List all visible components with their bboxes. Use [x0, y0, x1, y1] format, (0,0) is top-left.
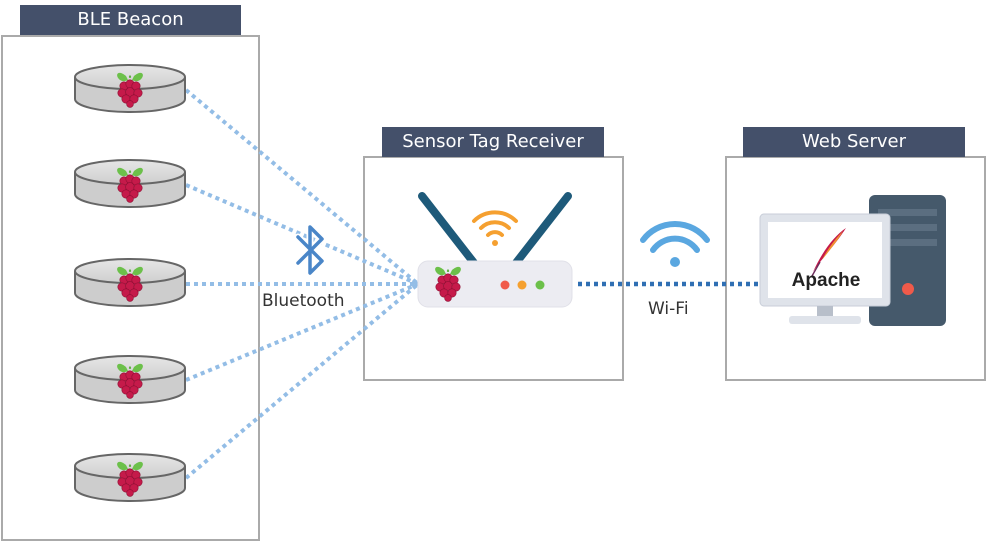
beacon-2	[74, 159, 186, 208]
router-led-red	[500, 280, 510, 290]
receiver-title: Sensor Tag Receiver	[382, 127, 604, 157]
monitor-screen	[768, 222, 882, 298]
apache-feather-icon	[811, 228, 846, 277]
beacon-3	[74, 258, 186, 307]
router-icon	[417, 192, 573, 308]
bluetooth-link-2	[185, 183, 419, 286]
bluetooth-label: Bluetooth	[262, 291, 345, 311]
bluetooth-link-4	[185, 282, 419, 382]
wifi-label: Wi-Fi	[648, 299, 689, 319]
desktop-server-icon	[759, 195, 946, 326]
router-antenna-right	[508, 192, 572, 272]
apache-logo-text: Apache	[791, 270, 861, 291]
ble-beacon-title: BLE Beacon	[20, 5, 241, 35]
web-server-title: Web Server	[743, 127, 965, 157]
beacon-1	[74, 64, 186, 113]
bluetooth-link-5	[184, 282, 420, 480]
beacon-4	[74, 355, 186, 404]
receiver-panel	[363, 156, 624, 381]
bluetooth-links	[184, 88, 420, 480]
signal-waves-icon	[472, 210, 518, 237]
server-power-led	[902, 283, 914, 295]
wifi-icon	[640, 221, 710, 267]
beacon-5	[74, 453, 186, 502]
router-antenna-left	[418, 192, 482, 272]
bluetooth-link-1	[184, 88, 420, 286]
router-led-orange	[517, 280, 527, 290]
bluetooth-icon	[294, 223, 326, 277]
router-led-green	[535, 280, 545, 290]
